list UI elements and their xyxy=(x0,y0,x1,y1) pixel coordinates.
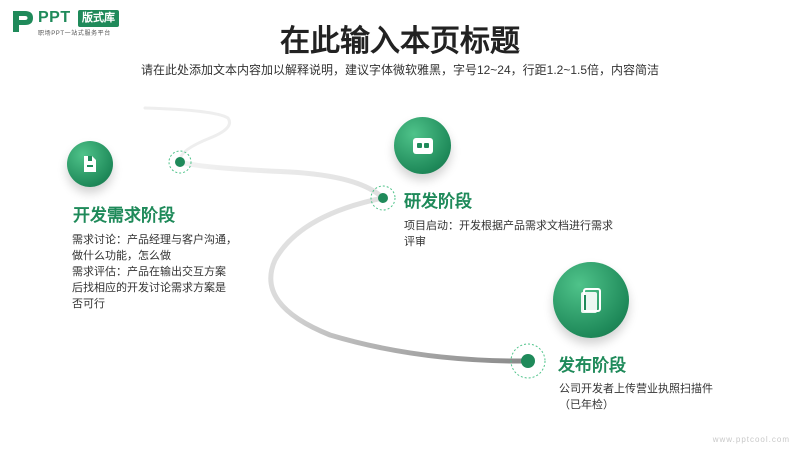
stage-3-icon-circle xyxy=(553,262,629,338)
stage-2-description: 项目启动：开发根据产品需求文档进行需求 评审 xyxy=(404,220,613,248)
stage-1-description: 需求讨论：产品经理与客户沟通， 做什么功能，怎么做 需求评估：产品在输出交互方案… xyxy=(72,234,237,310)
stage-1-title: 开发需求阶段 xyxy=(73,206,175,225)
logo-tagline: 职场PPT一站式服务平台 xyxy=(38,31,111,37)
book-icon xyxy=(581,288,601,313)
stage-3-title: 发布阶段 xyxy=(558,356,626,375)
page-subtitle: 请在此处添加文本内容加以解释说明，建议字体微软雅黑，字号12~24，行距1.2~… xyxy=(140,63,660,77)
page-title: 在此输入本页标题 xyxy=(280,25,520,58)
watermark-text: www.pptcool.com xyxy=(712,435,790,444)
document-icon xyxy=(84,156,96,172)
logo-brand-text: PPT xyxy=(38,9,71,26)
stage-3-description: 公司开发者上传营业执照扫描件 （已年检） xyxy=(559,383,713,411)
road-main xyxy=(177,159,531,364)
brand-logo: PPT 版式库 职场PPT一站式服务平台 xyxy=(10,8,160,37)
stage-1-icon-circle xyxy=(67,141,113,187)
road-start-curve xyxy=(143,106,231,162)
logo-p-icon xyxy=(13,11,33,32)
logo-badge: 版式库 xyxy=(78,10,119,27)
stage-2-title: 研发阶段 xyxy=(404,192,472,211)
chat-icon xyxy=(412,137,433,154)
stage-2-icon-circle xyxy=(394,117,451,174)
